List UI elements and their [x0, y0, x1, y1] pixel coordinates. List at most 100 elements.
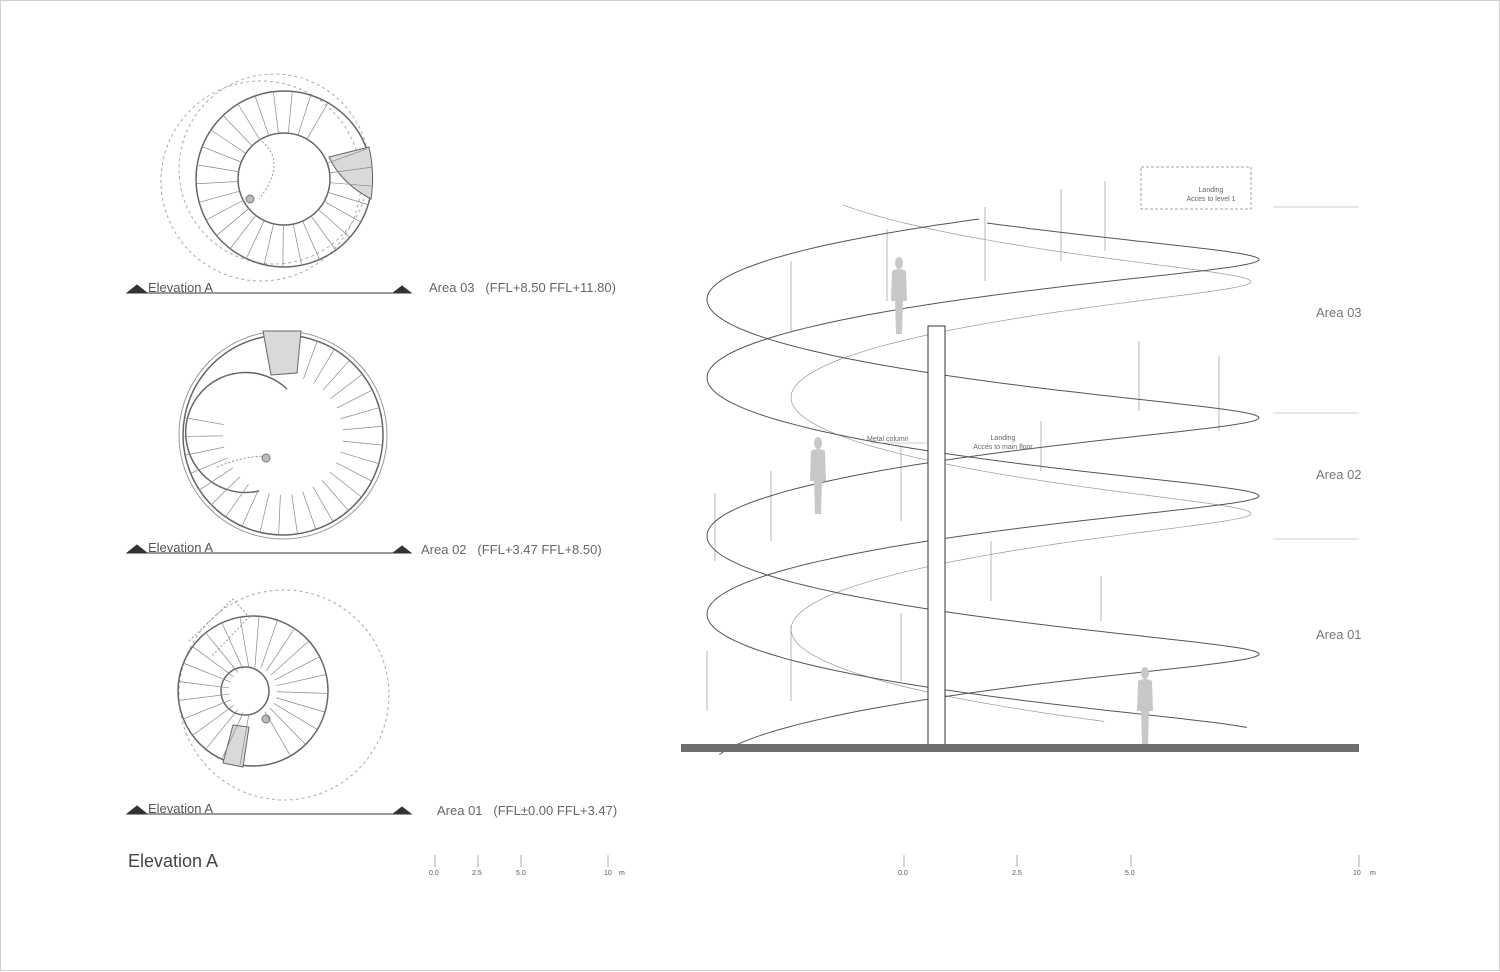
- stair-tread: [330, 373, 363, 399]
- metal-column: [927, 325, 946, 746]
- stair-tread: [269, 707, 306, 745]
- plan-area02-title: Area 02 (FFL+3.47 FFL+8.50): [421, 542, 602, 557]
- scale-left-tick-1: 2.5: [472, 870, 482, 877]
- level-lines: [1273, 206, 1359, 540]
- stair-tread: [221, 712, 244, 760]
- human-figures: [810, 257, 1153, 744]
- stair-tread: [323, 201, 361, 223]
- plan-area-03: [160, 73, 374, 282]
- stair-tread: [273, 91, 279, 134]
- elevation-area01-label: Area 01: [1316, 627, 1362, 642]
- elevation-area02-label: Area 02: [1316, 467, 1362, 482]
- stair-tread: [312, 486, 334, 522]
- elevation-area03-label: Area 03: [1316, 305, 1362, 320]
- stair-tread: [192, 646, 234, 678]
- note-metal-column: Metal column: [867, 436, 909, 443]
- stair-tread: [276, 691, 328, 694]
- plan-area02-name: Area 02: [421, 542, 467, 557]
- stair-tread: [274, 656, 320, 681]
- ground-line: [681, 744, 1359, 752]
- stair-tread: [287, 91, 293, 134]
- scale-right-tick-3: 10: [1353, 870, 1361, 877]
- stair-tread: [260, 620, 278, 669]
- scale-bar-right: [903, 855, 1360, 867]
- stair-tread: [297, 95, 312, 136]
- stair-tread: [342, 440, 383, 446]
- stair-tread: [302, 491, 317, 530]
- stair-tread: [183, 435, 224, 437]
- human-figure-mid: [810, 437, 826, 514]
- stair-tread: [259, 493, 270, 533]
- stair-tread: [336, 389, 373, 409]
- stair-tread: [211, 476, 241, 505]
- stair-tread: [254, 616, 260, 668]
- note-landing-top-line1: Landing: [1198, 187, 1224, 194]
- note-landing-top-line2: Acces to level 1: [1186, 196, 1236, 203]
- plan-area-01: [177, 589, 390, 801]
- stair-tread: [313, 348, 335, 384]
- stair-tread: [196, 181, 239, 185]
- elevation-drawing: [681, 166, 1359, 755]
- helix-stringer: [706, 222, 1260, 728]
- note-landing-mid: Landing Acces to main floor: [953, 434, 1053, 452]
- stair-tread: [222, 115, 253, 147]
- stair-tread: [322, 360, 350, 391]
- human-figure-top: [891, 257, 907, 334]
- plan-area01-levels: (FFL±0.00 FFL+3.47): [493, 803, 618, 818]
- human-figure-ground: [1137, 667, 1153, 744]
- stair-tread: [321, 480, 349, 511]
- plan-area02-levels: (FFL+3.47 FFL+8.50): [477, 542, 602, 557]
- plan-area-02: [178, 330, 388, 540]
- scale-right-tick-0: 0.0: [898, 870, 908, 877]
- stair-tread: [205, 200, 244, 221]
- stair-tread: [178, 681, 230, 689]
- stair-tread: [263, 223, 274, 265]
- stair-tread: [205, 709, 239, 750]
- stair-tread: [282, 224, 284, 267]
- stair-tread: [327, 148, 367, 164]
- scale-right-tick-1: 2.5: [1012, 870, 1022, 877]
- stair-tread: [340, 451, 379, 465]
- note-landing-mid-line1: Landing: [990, 435, 1016, 442]
- stair-tread: [205, 632, 239, 673]
- scale-left-tick-2: 5.0: [516, 870, 526, 877]
- plan-area03-levels: (FFL+8.50 FFL+11.80): [485, 280, 616, 295]
- stair-tread: [342, 425, 383, 431]
- stair-tread: [302, 220, 320, 260]
- stair-tread: [329, 166, 372, 174]
- stair-tread: [340, 407, 380, 419]
- stair-tread: [192, 704, 234, 736]
- stair-tread: [229, 215, 257, 249]
- stair-tread: [183, 699, 231, 720]
- stair-tread: [270, 640, 310, 676]
- stair-tread: [225, 483, 249, 518]
- stair-tread: [237, 103, 261, 140]
- stair-tread: [221, 622, 244, 670]
- section-label-area02: Elevation A: [148, 540, 214, 555]
- scale-right-unit: m: [1370, 870, 1376, 877]
- scale-bar-left: [434, 855, 609, 867]
- stair-tread: [239, 617, 250, 668]
- drawing-title: Elevation A: [128, 851, 219, 871]
- stair-tread: [329, 182, 372, 187]
- plan-area01-title: Area 01 (FFL±0.00 FFL+3.47): [437, 803, 617, 818]
- stair-tread: [336, 462, 372, 482]
- scale-left-tick-0: 0.0: [429, 870, 439, 877]
- scale-right-tick-2: 5.0: [1125, 870, 1135, 877]
- stair-tread: [329, 471, 362, 498]
- scale-left-unit: m: [619, 870, 625, 877]
- plan-area01-name: Area 01: [437, 803, 483, 818]
- stair-tread: [327, 192, 369, 205]
- stair-tread: [291, 494, 298, 534]
- stair-tread: [278, 494, 281, 535]
- stair-tread: [210, 129, 246, 154]
- plan-area03-name: Area 03: [429, 280, 475, 295]
- stair-tread: [254, 95, 270, 136]
- stair-tread: [303, 340, 318, 379]
- note-landing-top: Landing Acces to level 1: [1171, 186, 1251, 204]
- stair-tread: [318, 209, 351, 238]
- plan-area03-title: Area 03 (FFL+8.50 FFL+11.80): [429, 280, 616, 295]
- scale-left-tick-3: 10: [604, 870, 612, 877]
